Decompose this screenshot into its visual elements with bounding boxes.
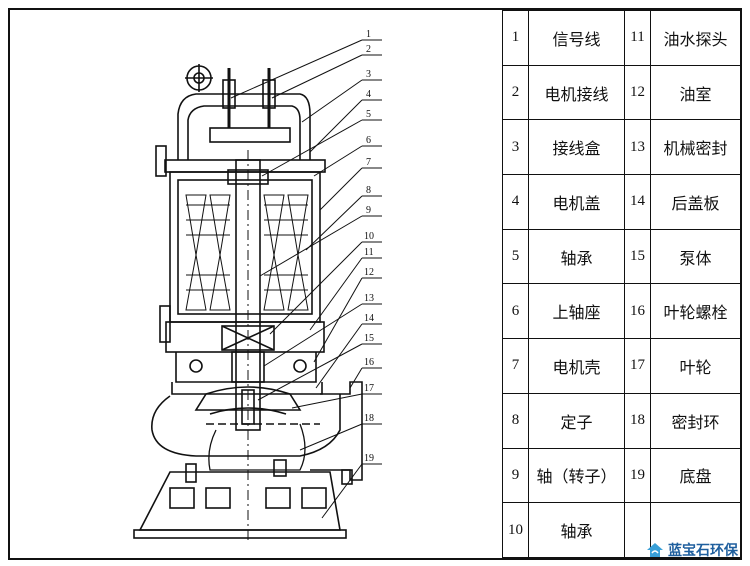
callout-label: 12: [364, 267, 374, 278]
part-name: 信号线: [528, 10, 625, 66]
table-row: 8 定子 18 密封环: [502, 392, 741, 449]
part-number: 17: [624, 338, 651, 394]
part-number: 19: [624, 447, 651, 504]
part-name: 轴承: [528, 502, 625, 558]
callout-label: 14: [364, 313, 374, 324]
table-row: 2 电机接线 12 油室: [502, 64, 741, 121]
leader-lines: [230, 39, 363, 519]
discharge-outlet: [310, 381, 363, 481]
part-name: 后盖板: [650, 174, 741, 230]
oil-chamber: [175, 352, 317, 383]
callout-label: 16: [364, 357, 374, 368]
back-cover-plate: [171, 382, 323, 395]
upper-bearing: [227, 169, 269, 185]
part-number: 14: [624, 174, 651, 230]
callout-label: 3: [366, 69, 371, 80]
pump-casing: [151, 394, 341, 457]
callout-labels: 1 2 3 4 5 6 7 8 9 10 11 12 13 14 15 16 1…: [364, 29, 374, 464]
part-name: 油室: [650, 64, 741, 121]
callout-label: 2: [366, 44, 371, 55]
part-name: 底盘: [650, 447, 741, 504]
part-name: 电机壳: [528, 338, 625, 394]
lower-bearing: [221, 325, 275, 351]
junction-box: [177, 93, 311, 160]
part-name: 叶轮: [650, 338, 741, 394]
part-number: 10: [502, 502, 529, 558]
part-number: 11: [624, 10, 651, 66]
callout-label: 18: [364, 413, 374, 424]
callout-label: 7: [366, 157, 371, 168]
callout-label: 17: [364, 383, 374, 394]
watermark-text: 蓝宝石环保: [668, 543, 738, 559]
mechanical-seal: [231, 351, 265, 383]
part-number: 18: [624, 392, 651, 449]
part-number: 4: [502, 174, 529, 230]
empty-cell: [650, 502, 741, 558]
part-number: 15: [624, 228, 651, 285]
part-number: 9: [502, 447, 529, 504]
part-name: 电机接线: [528, 64, 625, 121]
part-number: 16: [624, 283, 651, 340]
impeller: [194, 386, 302, 411]
table-row: 9 轴（转子） 19 底盘: [502, 447, 741, 504]
part-number: 6: [502, 283, 529, 340]
logo-icon: [647, 543, 663, 557]
callout-label: 11: [364, 247, 374, 258]
part-number: 5: [502, 228, 529, 285]
callout-label: 9: [366, 205, 371, 216]
callout-label: 19: [364, 453, 374, 464]
part-name: 泵体: [650, 228, 741, 285]
stator: [185, 194, 309, 311]
part-name: 轴承: [528, 228, 625, 285]
callout-label: 8: [366, 185, 371, 196]
base-foot: [133, 529, 347, 539]
table-row: 4 电机盖 14 后盖板: [502, 174, 741, 230]
part-name: 密封环: [650, 392, 741, 449]
part-name: 定子: [528, 392, 625, 449]
table-row: 1 信号线 11 油水探头: [502, 10, 741, 66]
parts-legend-table: 1 信号线 11 油水探头 2 电机接线 12 油室 3 接线盒 13 机械密封…: [502, 10, 741, 558]
part-number: 8: [502, 392, 529, 449]
callout-underlines: [362, 39, 382, 465]
pump-cross-section-drawing: 1 2 3 4 5 6 7 8 9 10 11 12 13 14 15 16 1…: [133, 29, 382, 540]
callout-label: 4: [366, 89, 371, 100]
part-name: 油水探头: [650, 10, 741, 66]
empty-cell: [624, 502, 651, 558]
table-row: 3 接线盒 13 机械密封: [502, 119, 741, 176]
part-name: 叶轮螺栓: [650, 283, 741, 340]
pump-outline: [133, 64, 363, 540]
part-number: 1: [502, 10, 529, 66]
part-number: 7: [502, 338, 529, 394]
part-name: 上轴座: [528, 283, 625, 340]
callout-label: 10: [364, 231, 374, 242]
callout-label: 13: [364, 293, 374, 304]
part-number: 2: [502, 64, 529, 121]
table-row: 7 电机壳 17 叶轮: [502, 338, 741, 394]
callout-label: 5: [366, 109, 371, 120]
callout-label: 15: [364, 333, 374, 344]
diagram-frame: [8, 8, 742, 560]
part-name: 轴（转子）: [528, 447, 625, 504]
table-row: 10 轴承: [502, 502, 741, 558]
table-row: 6 上轴座 16 叶轮螺栓: [502, 283, 741, 340]
part-name: 电机盖: [528, 174, 625, 230]
table-row: 5 轴承 15 泵体: [502, 228, 741, 285]
callout-label: 1: [366, 29, 371, 40]
part-name: 接线盒: [528, 119, 625, 176]
part-number: 12: [624, 64, 651, 121]
part-number: 13: [624, 119, 651, 176]
part-name: 机械密封: [650, 119, 741, 176]
watermark: 蓝宝石环保: [646, 540, 738, 560]
callout-label: 6: [366, 135, 371, 146]
part-number: 3: [502, 119, 529, 176]
